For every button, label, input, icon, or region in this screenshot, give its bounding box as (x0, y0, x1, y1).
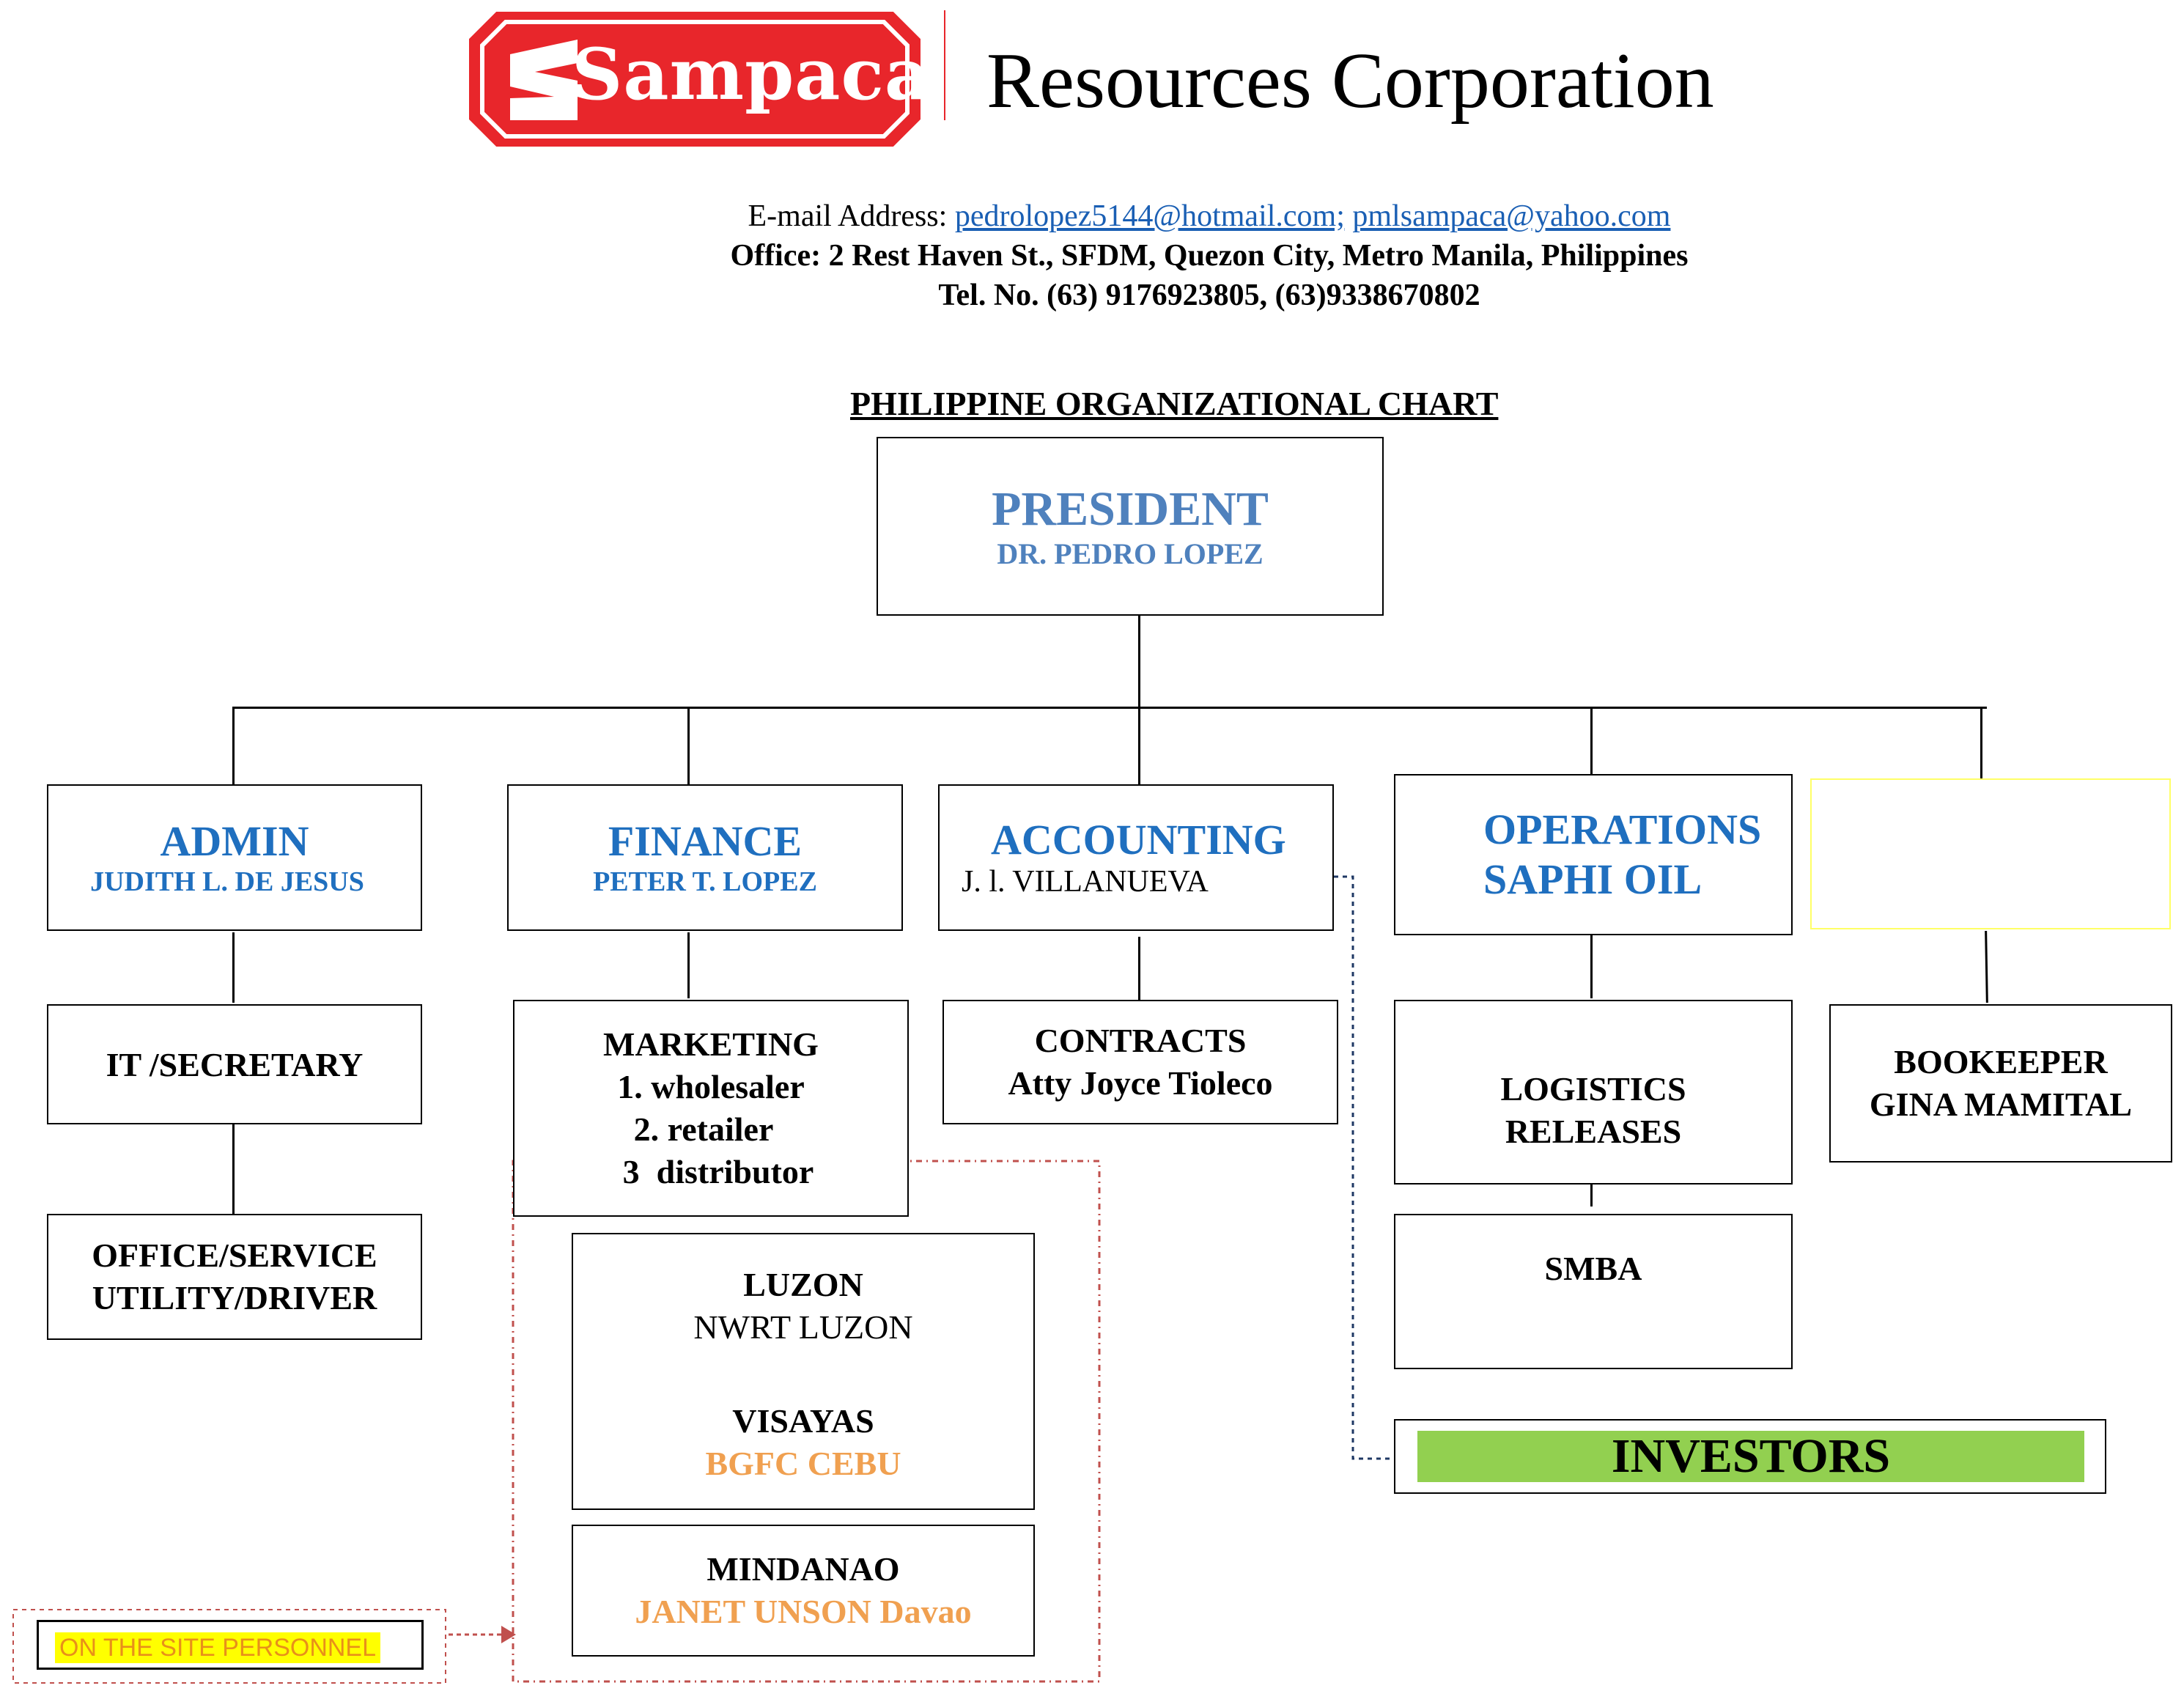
company-logo: Sampaca (468, 10, 930, 148)
admin-name: JUDITH L. DE JESUS (90, 866, 364, 897)
finance-box: FINANCE PETER T. LOPEZ (507, 784, 903, 931)
investors-box: INVESTORS (1394, 1419, 2106, 1494)
admin-title: ADMIN (160, 817, 309, 865)
contracts-name: Atty Joyce Tioleco (1008, 1064, 1273, 1102)
visayas-name: BGFC CEBU (705, 1445, 901, 1482)
on-site-personnel-label: ON THE SITE PERSONNEL (55, 1632, 381, 1663)
mindanao-title: MINDANAO (707, 1550, 900, 1588)
email-link-1[interactable]: pedrolopez5144@hotmail.com; (954, 199, 1345, 233)
on-site-personnel-box: ON THE SITE PERSONNEL (37, 1620, 424, 1670)
finance-title: FINANCE (608, 817, 803, 865)
connector-finance (687, 708, 690, 784)
connector-operations (1590, 708, 1593, 774)
operations-box: OPERATIONS SAPHI OIL (1394, 774, 1793, 935)
visayas-title: VISAYAS (732, 1402, 874, 1440)
it-secretary-box: IT /SECRETARY (47, 1004, 422, 1124)
connector-operations-logistics (1590, 935, 1593, 998)
contracts-title: CONTRACTS (1034, 1022, 1247, 1059)
marketing-item-1: 1. wholesaler (617, 1068, 805, 1105)
email-label: E-mail Address: (748, 199, 955, 233)
logistics-box: LOGISTICS RELEASES (1394, 1000, 1793, 1185)
operations-title: OPERATIONS (1483, 806, 1762, 853)
marketing-box: MARKETING 1. wholesaler 2. retailer 3 di… (513, 1000, 909, 1217)
marketing-item-3: 3 distributor (622, 1153, 814, 1190)
office-address: Office: 2 Rest Haven St., SFDM, Quezon C… (730, 239, 1689, 273)
smba-label: SMBA (1544, 1250, 1642, 1287)
bookkeeper-box: BOOKEEPER GINA MAMITAL (1829, 1004, 2172, 1163)
luzon-visayas-box: LUZON NWRT LUZON VISAYAS BGFC CEBU (572, 1233, 1035, 1510)
mindanao-name: JANET UNSON Davao (635, 1593, 972, 1630)
smba-box: SMBA (1394, 1214, 1793, 1369)
contracts-box: CONTRACTS Atty Joyce Tioleco (942, 1000, 1338, 1124)
email-line: E-mail Address: pedrolopez5144@hotmail.c… (748, 196, 1671, 236)
connector-it-office (232, 1124, 235, 1214)
logo-divider (944, 10, 945, 120)
marketing-item-2: 2. retailer (633, 1110, 774, 1148)
luzon-name: NWRT LUZON (693, 1308, 913, 1346)
utility-driver-label: UTILITY/DRIVER (92, 1279, 377, 1316)
telephone: Tel. No. (63) 9176923805, (63)9338670802 (938, 279, 1480, 312)
connector-president-down (1138, 614, 1140, 708)
blank-department-box (1810, 778, 2171, 929)
email-link-2[interactable]: pmlsampaca@yahoo.com (1352, 199, 1671, 233)
it-secretary-label: IT /SECRETARY (106, 1045, 364, 1083)
connector-horizontal-main (232, 707, 1987, 709)
accounting-name: J. l. VILLANUEVA (962, 865, 1209, 899)
chart-title: PHILIPPINE ORGANIZATIONAL CHART (850, 385, 1499, 422)
finance-name: PETER T. LOPEZ (593, 866, 817, 897)
releases-label: RELEASES (1505, 1113, 1682, 1150)
mindanao-box: MINDANAO JANET UNSON Davao (572, 1525, 1035, 1657)
logistics-label: LOGISTICS (1500, 1070, 1686, 1108)
company-name: Resources Corporation (986, 37, 1714, 125)
investors-label: INVESTORS (1417, 1429, 2084, 1483)
connector-admin (232, 708, 235, 784)
connector-logistics-smba (1590, 1185, 1593, 1206)
bookkeeper-title: BOOKEEPER (1894, 1043, 2108, 1080)
connector-admin-it (232, 932, 235, 1003)
connector-bookkeeper-top (1980, 708, 1982, 778)
office-service-box: OFFICE/SERVICE UTILITY/DRIVER (47, 1214, 422, 1340)
office-service-label: OFFICE/SERVICE (92, 1237, 377, 1274)
accounting-box: ACCOUNTING J. l. VILLANUEVA (938, 784, 1334, 931)
connector-accounting-contracts (1138, 937, 1140, 1000)
admin-box: ADMIN JUDITH L. DE JESUS (47, 784, 422, 931)
bookkeeper-name: GINA MAMITAL (1869, 1086, 2133, 1123)
accounting-title: ACCOUNTING (991, 816, 1286, 863)
connector-finance-marketing (687, 932, 690, 998)
president-box: PRESIDENT DR. PEDRO LOPEZ (877, 437, 1384, 616)
president-title: PRESIDENT (992, 482, 1269, 536)
operations-subtitle: SAPHI OIL (1483, 855, 1702, 903)
connector-accounting (1138, 708, 1140, 784)
marketing-title: MARKETING (603, 1025, 819, 1063)
contact-block: E-mail Address: pedrolopez5144@hotmail.c… (660, 196, 1759, 315)
logo-text: Sampaca (572, 33, 931, 116)
luzon-title: LUZON (743, 1266, 863, 1303)
president-name: DR. PEDRO LOPEZ (997, 537, 1263, 570)
